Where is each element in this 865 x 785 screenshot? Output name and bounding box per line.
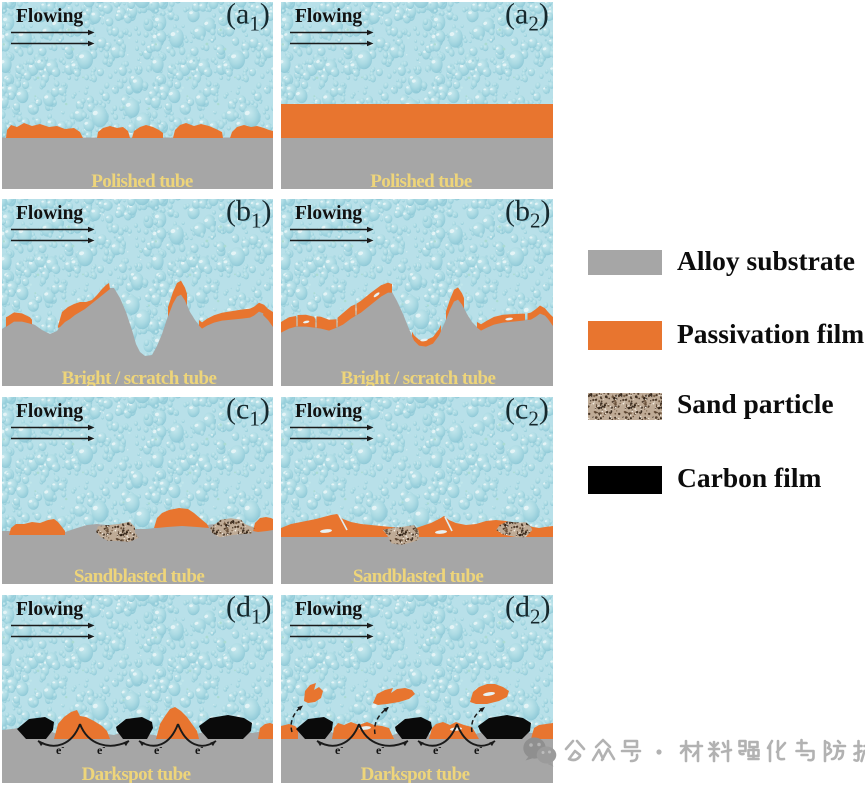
svg-text:Passivation film: Passivation film (677, 318, 864, 349)
svg-text:Darkspot tube: Darkspot tube (361, 764, 470, 785)
svg-text:Flowing: Flowing (16, 401, 83, 422)
svg-text:Bright / scratch tube: Bright / scratch tube (62, 368, 217, 389)
svg-text:e-: e- (154, 742, 162, 757)
svg-text:Flowing: Flowing (16, 6, 83, 27)
svg-text:Alloy substrate: Alloy substrate (677, 245, 855, 276)
svg-text:Flowing: Flowing (16, 599, 83, 620)
svg-text:e-: e- (335, 742, 343, 757)
svg-text:(b2): (b2) (505, 195, 551, 233)
svg-text:e-: e- (195, 742, 203, 757)
svg-text:Sandblasted tube: Sandblasted tube (74, 566, 204, 587)
svg-text:Flowing: Flowing (295, 401, 362, 422)
svg-text:(a2): (a2) (505, 0, 549, 36)
svg-text:Sandblasted tube: Sandblasted tube (353, 566, 483, 587)
svg-text:(d2): (d2) (505, 591, 551, 629)
svg-text:(c2): (c2) (505, 393, 549, 431)
svg-text:Flowing: Flowing (295, 203, 362, 224)
svg-text:Bright / scratch tube: Bright / scratch tube (341, 368, 496, 389)
svg-text:Flowing: Flowing (295, 599, 362, 620)
svg-text:Flowing: Flowing (16, 203, 83, 224)
svg-text:e-: e- (97, 742, 105, 757)
svg-text:e-: e- (433, 742, 441, 757)
svg-text:Sand particle: Sand particle (677, 388, 834, 419)
svg-text:e-: e- (474, 742, 482, 757)
svg-text:Polished tube: Polished tube (370, 171, 472, 192)
svg-text:Flowing: Flowing (295, 6, 362, 27)
svg-text:e-: e- (56, 742, 64, 757)
svg-text:Polished tube: Polished tube (91, 171, 193, 192)
svg-text:e-: e- (376, 742, 384, 757)
svg-text:(b1): (b1) (226, 195, 272, 233)
svg-text:(c1): (c1) (226, 393, 270, 431)
svg-text:(d1): (d1) (226, 591, 272, 629)
svg-text:(a1): (a1) (226, 0, 270, 36)
svg-text:Carbon film: Carbon film (677, 462, 821, 493)
svg-text:Darkspot tube: Darkspot tube (82, 764, 191, 785)
